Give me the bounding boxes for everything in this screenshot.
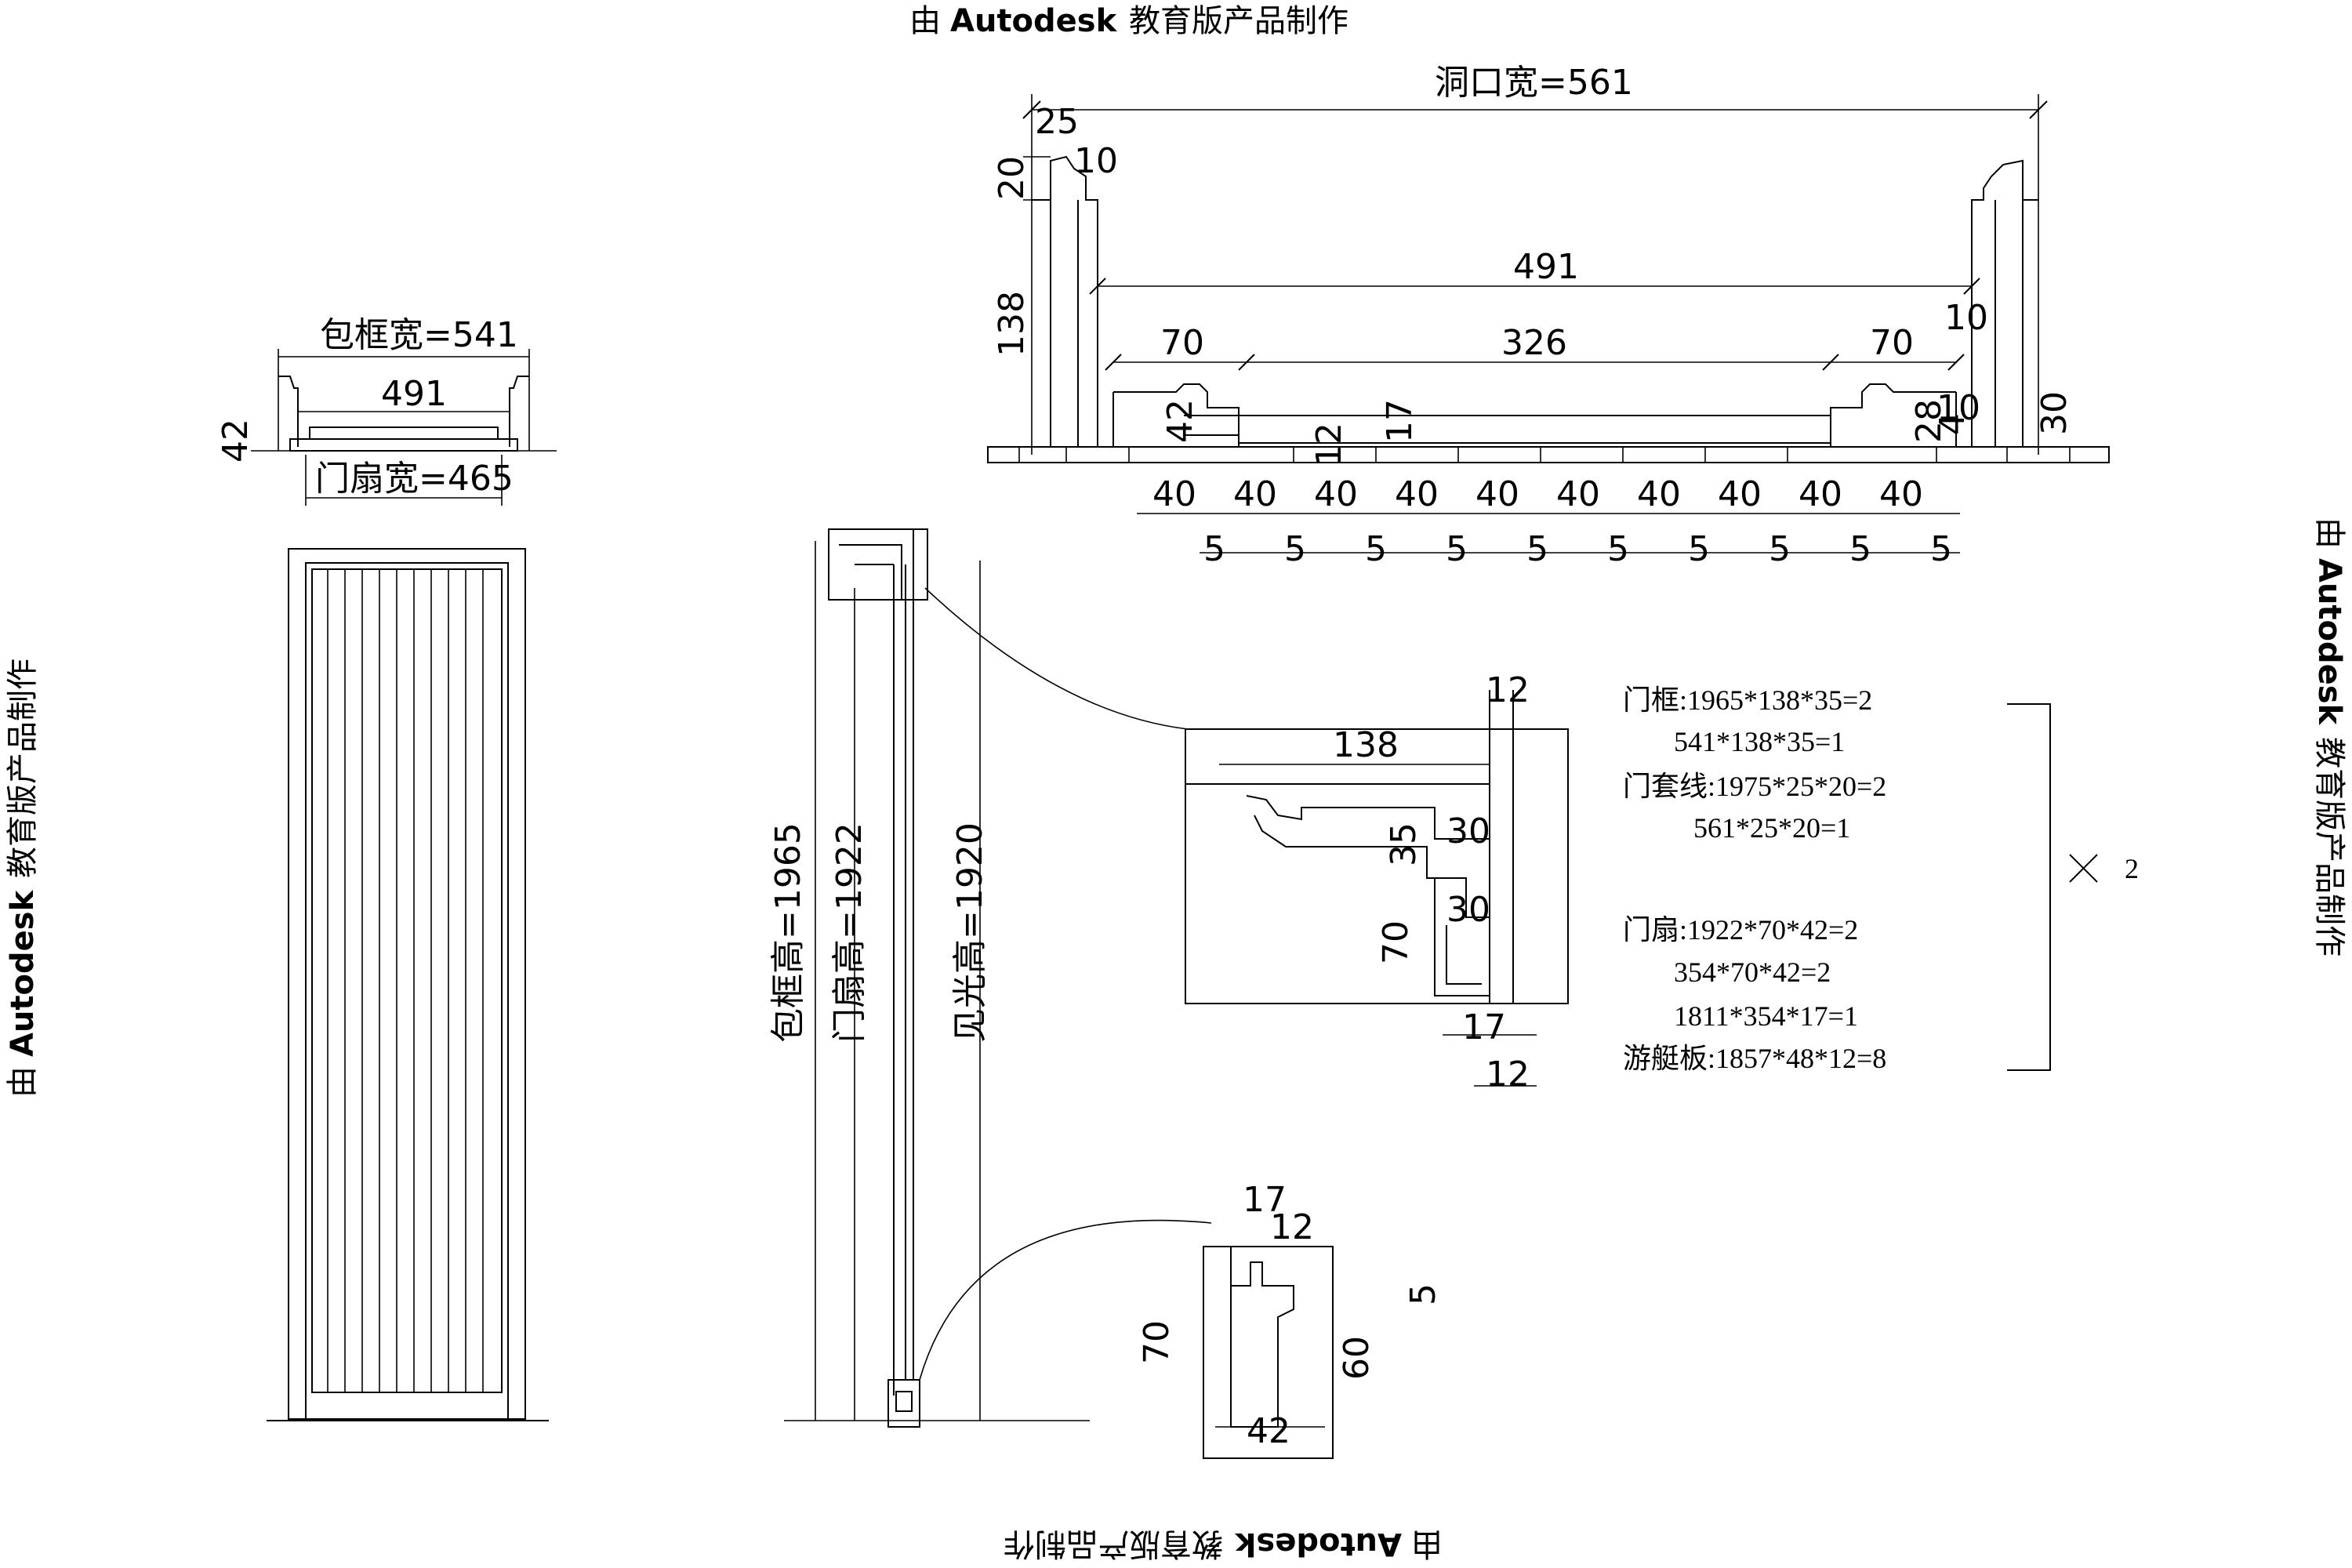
leaf-width-label: 门扇宽=465 <box>315 459 514 499</box>
svg-text:40: 40 <box>1637 474 1681 514</box>
plan-bottom-grooves <box>1018 447 2071 463</box>
watermark-bottom: 由 Autodesk 教育版产品制作 <box>1004 1526 1443 1562</box>
svg-text:Autodesk: Autodesk <box>950 3 1118 39</box>
note-leaf-3: 1811*354*17=1 <box>1674 1000 1858 1032</box>
svg-text:由: 由 <box>1411 1526 1443 1562</box>
svg-text:40: 40 <box>1718 474 1762 514</box>
svg-text:40: 40 <box>1879 474 1923 514</box>
svg-text:40: 40 <box>1233 474 1277 514</box>
door-elevation <box>267 548 549 1421</box>
svg-text:教育版产品制作: 教育版产品制作 <box>1004 1526 1223 1562</box>
lower-60: 60 <box>1337 1336 1377 1380</box>
svg-text:40: 40 <box>1475 474 1519 514</box>
svg-text:5: 5 <box>1769 529 1791 569</box>
light-height-label: 见光高=1920 <box>950 822 990 1043</box>
note-frame-1: 门框:1965*138*35=2 <box>1623 684 1872 716</box>
lower-5: 5 <box>1403 1283 1443 1305</box>
plan-70-right: 70 <box>1870 323 1914 363</box>
detail-12-top: 12 <box>1486 670 1530 710</box>
frame-width-label: 包框宽=541 <box>320 315 518 355</box>
svg-text:5: 5 <box>1688 529 1710 569</box>
svg-text:5: 5 <box>1526 529 1548 569</box>
svg-text:40: 40 <box>1556 474 1600 514</box>
svg-text:40: 40 <box>1395 474 1439 514</box>
lower-42: 42 <box>1247 1411 1290 1451</box>
svg-text:Autodesk: Autodesk <box>2311 558 2347 726</box>
plan-gap-dims: 5 5 5 5 5 5 5 5 5 5 <box>1200 529 1960 569</box>
note-casing-2: 561*25*20=1 <box>1693 812 1850 844</box>
small-42: 42 <box>216 419 256 463</box>
plan-strip-dims: 40 40 40 40 40 40 40 40 40 40 <box>1152 474 1923 514</box>
note-board: 游艇板:1857*48*12=8 <box>1623 1043 1886 1074</box>
detail-upper: 138 12 35 30 70 30 17 12 <box>1185 670 1569 1094</box>
plan-20: 20 <box>992 156 1032 200</box>
plan-70-left: 70 <box>1160 323 1204 363</box>
svg-text:Autodesk: Autodesk <box>5 889 41 1057</box>
detail-30a: 30 <box>1446 811 1490 851</box>
watermark-top: 由 Autodesk 教育版产品制作 <box>909 3 1348 39</box>
plan-138: 138 <box>992 291 1032 357</box>
watermark-right: 由 Autodesk 教育版产品制作 <box>2311 517 2347 956</box>
svg-text:5: 5 <box>1930 529 1952 569</box>
svg-text:5: 5 <box>1607 529 1629 569</box>
svg-text:5: 5 <box>1284 529 1306 569</box>
leaf-height-label: 门扇高=1922 <box>829 822 869 1043</box>
detail-70: 70 <box>1376 920 1416 964</box>
detail-30b: 30 <box>1446 890 1490 930</box>
plan-10c: 10 <box>1936 388 1980 428</box>
plan-25: 25 <box>1035 102 1079 142</box>
svg-text:5: 5 <box>1365 529 1387 569</box>
small-491: 491 <box>381 374 447 414</box>
plan-4: 4 <box>1933 413 1973 435</box>
plan-326: 326 <box>1501 323 1567 363</box>
plan-491-label: 491 <box>1513 247 1579 287</box>
plan-42: 42 <box>1160 399 1200 443</box>
detail-12-bottom: 12 <box>1486 1054 1530 1094</box>
svg-text:由: 由 <box>909 3 941 39</box>
svg-text:由: 由 <box>2311 517 2347 549</box>
svg-text:5: 5 <box>1446 529 1468 569</box>
elevation-boards <box>327 569 484 1392</box>
plan-12: 12 <box>1309 423 1349 466</box>
detail-138: 138 <box>1333 725 1399 765</box>
svg-text:40: 40 <box>1798 474 1842 514</box>
plan-small: 包框宽=541 491 42 门扇宽=465 <box>216 315 557 506</box>
plan-28: 28 <box>1909 399 1949 443</box>
svg-text:5: 5 <box>1203 529 1225 569</box>
opening-width-label: 洞口宽=561 <box>1435 63 1633 103</box>
material-notes: 门框:1965*138*35=2 541*138*35=1 门套线:1975*2… <box>1623 684 2139 1074</box>
svg-text:40: 40 <box>1314 474 1358 514</box>
plan-10b: 10 <box>1944 298 1988 338</box>
plan-10a: 10 <box>1074 141 1118 181</box>
lower-70: 70 <box>1137 1320 1177 1364</box>
plan-30: 30 <box>2034 391 2074 435</box>
lower-17: 17 <box>1243 1180 1287 1220</box>
detail-35: 35 <box>1384 822 1424 866</box>
multiplier: 2 <box>2125 853 2139 884</box>
svg-text:5: 5 <box>1849 529 1871 569</box>
door-section: 包框高=1965 门扇高=1922 见光高=1920 <box>768 528 1212 1428</box>
svg-text:教育版产品制作: 教育版产品制作 <box>2311 737 2347 956</box>
note-frame-2: 541*138*35=1 <box>1674 726 1845 757</box>
svg-text:由: 由 <box>5 1066 41 1098</box>
detail-17: 17 <box>1462 1007 1506 1047</box>
lower-12: 12 <box>1270 1207 1314 1247</box>
svg-text:Autodesk: Autodesk <box>1234 1526 1402 1562</box>
watermark-left: 由 Autodesk 教育版产品制作 <box>5 659 41 1098</box>
note-casing-1: 门套线:1975*25*20=2 <box>1623 771 1886 802</box>
detail-lower: 17 12 5 70 60 42 <box>1137 1180 1443 1459</box>
svg-text:教育版产品制作: 教育版产品制作 <box>5 659 41 878</box>
svg-text:教育版产品制作: 教育版产品制作 <box>1129 3 1348 39</box>
note-leaf-2: 354*70*42=2 <box>1674 956 1831 988</box>
plan-17: 17 <box>1380 399 1420 443</box>
note-leaf-1: 门扇:1922*70*42=2 <box>1623 914 1858 946</box>
plan-top-detail: 洞口宽=561 491 70 326 70 25 10 20 138 10 <box>987 63 2110 569</box>
frame-height-label: 包框高=1965 <box>768 822 808 1043</box>
svg-text:40: 40 <box>1152 474 1196 514</box>
